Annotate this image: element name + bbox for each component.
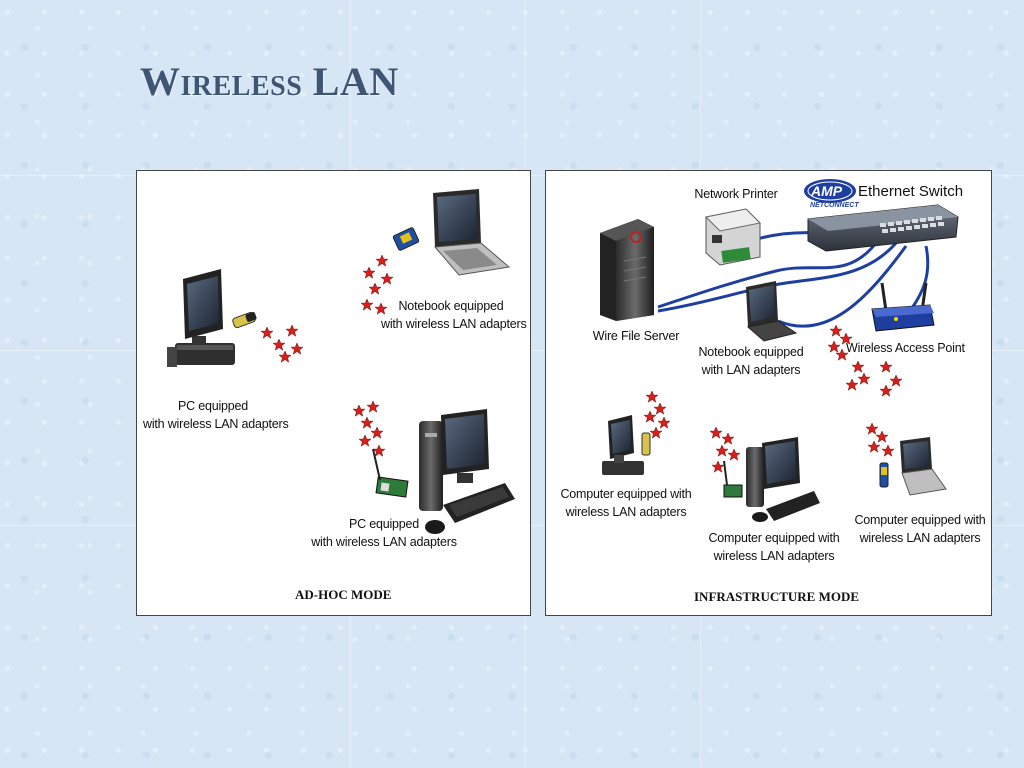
cable-line [657, 242, 898, 313]
file-server-icon [600, 219, 654, 321]
pc-label: PC equipped with wireless LAN adapters [309, 515, 459, 551]
mode-caption: AD-HOC MODE [295, 587, 392, 602]
cable-line [777, 245, 908, 328]
label-line: Notebook equipped [398, 299, 504, 313]
signal-stars-icon [643, 390, 671, 439]
usb-wireless-adapter-icon [879, 462, 889, 488]
signal-stars-icon [260, 324, 304, 363]
infrastructure-illustration [600, 179, 959, 522]
label-line: Computer equipped with [854, 513, 986, 527]
cable-line [657, 242, 878, 309]
adhoc-illustration [167, 189, 515, 534]
desktop-tower-pc-icon [746, 437, 820, 522]
notebook-icon [746, 281, 798, 342]
label-line: Computer equipped with [708, 531, 840, 545]
label-line: Notebook equipped [698, 345, 804, 359]
pc-label: PC equipped with wireless LAN adapters [143, 397, 289, 433]
computer-label: Computer equipped with wireless LAN adap… [556, 485, 696, 521]
label-line: wireless LAN adapters [713, 549, 835, 563]
desktop-tower-pc-icon [419, 409, 515, 534]
amp-brand-subtext: NETCONNECT [810, 202, 859, 209]
ethernet-switch-icon [807, 204, 959, 252]
server-label: Wire File Server [592, 329, 680, 343]
amp-brand-text: AMP [811, 183, 843, 199]
mode-caption: INFRASTRUCTURE MODE [694, 589, 860, 604]
notebook-icon [433, 189, 511, 276]
label-line: with LAN adapters [701, 363, 801, 377]
label-line: Computer equipped with [560, 487, 692, 501]
wireless-access-point-icon [871, 282, 935, 332]
label-line: with wireless LAN adapters [311, 535, 457, 549]
pci-wireless-card-icon [723, 460, 743, 498]
slide-title: Wireless LAN [140, 59, 399, 104]
access-point-label: Wireless Access Point [846, 341, 965, 355]
label-line: with wireless LAN adapters [381, 317, 527, 331]
signal-stars-icon [865, 422, 895, 457]
signal-stars-icon [352, 400, 386, 457]
notebook-icon [900, 437, 947, 496]
desktop-pc-icon [167, 269, 235, 367]
amp-logo-icon [804, 179, 856, 203]
label-line: PC equipped [177, 399, 249, 413]
computer-label: Computer equipped with wireless LAN adap… [704, 529, 844, 565]
signal-stars-icon [827, 324, 903, 397]
pcmcia-wireless-card-icon [392, 227, 420, 251]
label-line: PC equipped [348, 517, 420, 531]
notebook-label: Notebook equipped with LAN adapters [696, 343, 806, 379]
label-line: wireless LAN adapters [565, 505, 687, 519]
pci-wireless-card-icon [372, 448, 409, 498]
usb-wireless-adapter-icon [641, 432, 651, 456]
desktop-pc-icon [602, 415, 644, 475]
adhoc-diagram-panel: PC equipped with wireless LAN adapters N… [136, 170, 531, 616]
computer-label: Computer equipped with wireless LAN adap… [850, 511, 990, 547]
switch-label: Ethernet Switch [858, 183, 964, 200]
label-line: with wireless LAN adapters [143, 417, 289, 431]
label-line: wireless LAN adapters [859, 531, 981, 545]
infrastructure-diagram-panel: Network Printer AMP NETCONNECT Ethernet … [545, 170, 992, 616]
notebook-label: Notebook equipped with wireless LAN adap… [381, 297, 527, 333]
usb-wireless-adapter-icon [232, 311, 257, 329]
network-printer-icon [704, 208, 762, 266]
printer-label: Network Printer [694, 187, 778, 201]
